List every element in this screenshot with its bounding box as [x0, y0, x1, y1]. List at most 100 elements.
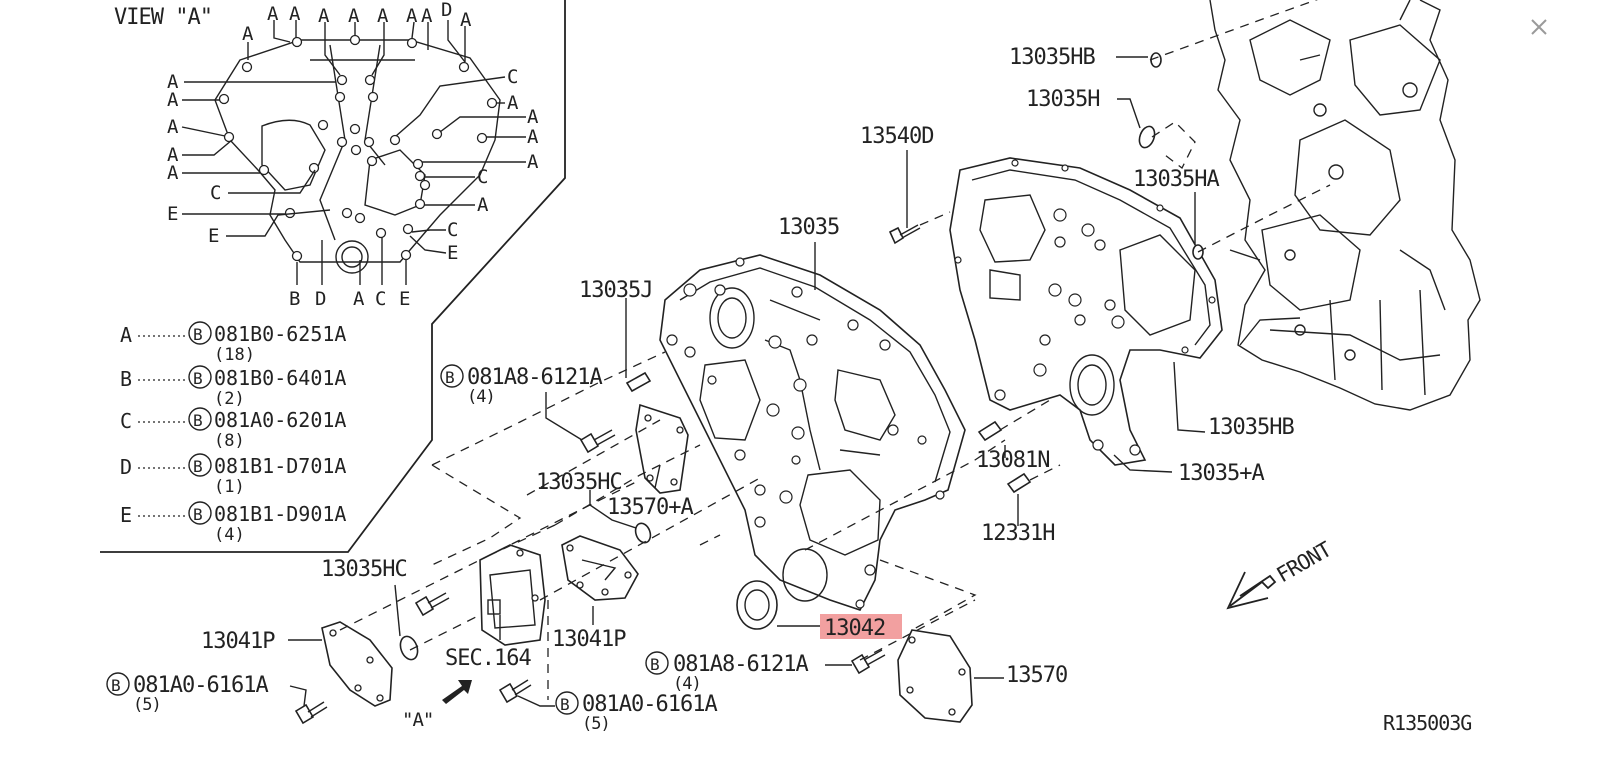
bolt-circle-letter: B	[111, 676, 120, 695]
callout-13570: 13570	[1006, 663, 1067, 688]
engine-block-drawing	[1209, 0, 1481, 411]
view-a-arrow-icon	[442, 680, 472, 704]
bolt-qty: (4)	[467, 387, 495, 407]
view-letter: E	[208, 225, 219, 247]
part-callouts: 13035HB 13035H 13540D 13035HA 13035 1303…	[106, 45, 1472, 735]
bolt-qty: (5)	[582, 714, 610, 734]
view-letter: A	[377, 5, 389, 27]
view-letter: A	[460, 9, 472, 31]
bolt-part: 081A0-6161A	[582, 692, 717, 717]
diagram-code: R135003G	[1383, 711, 1471, 735]
callout-bolt-081a8-6121a-low: B 081A8-6121A (4)	[645, 651, 809, 694]
callout-bolt-081a0-6161a-left: B 081A0-6161A (5)	[106, 672, 269, 715]
close-icon	[1531, 19, 1547, 35]
bolt-part: 081A8-6121A	[673, 652, 808, 677]
legend-row: D B 081B1-D701A (1)	[120, 453, 346, 497]
assembly-dashed-lines	[339, 0, 1331, 700]
legend-row: A B 081B0-6251A (18)	[120, 321, 346, 365]
bolt-part: 081A8-6121A	[467, 365, 602, 390]
bolt-circle-letter: B	[193, 505, 203, 524]
view-a-inset: VIEW "A"	[100, 0, 566, 553]
bolt-circle-letter: B	[193, 369, 203, 388]
view-letter: A	[527, 126, 539, 148]
view-letter: A	[477, 194, 489, 216]
view-letter: A	[406, 5, 418, 27]
bolt-qty: (5)	[133, 695, 161, 715]
view-letter: A	[242, 23, 254, 45]
callout-13041p-mid: 13041P	[552, 627, 626, 652]
view-letter: A	[527, 106, 539, 128]
callout-bolt-081a8-6121a-top: B 081A8-6121A (4)	[440, 364, 603, 407]
legend-key: B	[120, 367, 132, 391]
front-label: FRONT	[1273, 537, 1337, 588]
view-a-ref: "A"	[402, 709, 433, 731]
view-letter: C	[210, 182, 221, 204]
legend-qty: (18)	[214, 345, 255, 365]
view-letter: B	[289, 288, 300, 310]
bolt-circle-letter: B	[445, 368, 454, 387]
view-letter: C	[477, 166, 488, 188]
view-letter: A	[348, 5, 360, 27]
callout-13081n: 13081N	[976, 448, 1049, 473]
callout-13042[interactable]: 13042	[824, 616, 886, 641]
bolt-part: 081A0-6161A	[133, 673, 268, 698]
bolt-legend: A B 081B0-6251A (18) B B 081B0-6401A (2)…	[120, 321, 346, 545]
legend-row: C B 081A0-6201A (8)	[120, 407, 346, 451]
bolt-circle-letter: B	[193, 411, 203, 430]
callout-13035a: 13035+A	[1178, 461, 1264, 486]
legend-qty: (2)	[214, 389, 245, 409]
view-letter: A	[167, 71, 179, 93]
view-letter: E	[447, 242, 458, 264]
callout-bolt-081a0-6161a-mid: B 081A0-6161A (5)	[555, 691, 718, 734]
legend-row: E B 081B1-D901A (4)	[120, 501, 346, 545]
small-parts	[294, 52, 1204, 725]
view-letter: A	[167, 89, 179, 111]
view-letter: A	[167, 162, 179, 184]
callout-13035hb-right: 13035HB	[1208, 415, 1294, 440]
legend-part: 081B0-6401A	[214, 366, 346, 390]
legend-part: 081B0-6251A	[214, 322, 346, 346]
bolt-circle-letter: B	[560, 695, 569, 714]
view-letter: A	[289, 3, 301, 25]
view-letter: C	[507, 66, 518, 88]
callout-13540d: 13540D	[860, 124, 933, 149]
legend-key: D	[120, 455, 132, 479]
legend-key: E	[120, 503, 132, 527]
front-arrow-icon	[1226, 571, 1277, 610]
legend-key: C	[120, 409, 132, 433]
view-letter: C	[375, 288, 386, 310]
callout-13035j: 13035J	[579, 278, 652, 303]
legend-row: B B 081B0-6401A (2)	[120, 365, 346, 409]
callout-13035ha: 13035HA	[1133, 167, 1219, 192]
bolt-circle-letter: B	[193, 457, 203, 476]
legend-qty: (8)	[214, 431, 245, 451]
callout-13041p: 13041P	[201, 629, 275, 654]
view-letter: A	[421, 5, 433, 27]
view-letter: A	[167, 116, 179, 138]
view-letter: A	[167, 144, 179, 166]
callout-13035hb: 13035HB	[1009, 45, 1095, 70]
callout-sec164: SEC.164	[445, 646, 531, 671]
close-button[interactable]	[1522, 10, 1556, 44]
legend-key: A	[120, 323, 132, 347]
view-letter: A	[353, 288, 365, 310]
bolt-circle-letter: B	[650, 655, 659, 674]
highlight-13042	[820, 614, 902, 639]
view-title: VIEW "A"	[114, 5, 212, 30]
view-letter: D	[441, 0, 452, 21]
view-letter: A	[507, 92, 519, 114]
legend-part: 081B1-D901A	[214, 502, 346, 526]
callout-12331h: 12331H	[981, 521, 1054, 546]
callout-13570a: 13570+A	[607, 495, 693, 520]
callout-13035hc: 13035HC	[536, 470, 622, 495]
callout-13035hc-low: 13035HC	[321, 557, 407, 582]
view-letter: A	[527, 151, 539, 173]
front-timing-cover	[659, 254, 966, 611]
bolt-qty: (4)	[673, 674, 701, 694]
bolt-circle-letter: B	[193, 325, 203, 344]
view-letter: A	[267, 3, 279, 25]
view-letter: C	[447, 219, 458, 241]
legend-part: 081A0-6201A	[214, 408, 346, 432]
legend-qty: (1)	[214, 477, 245, 497]
